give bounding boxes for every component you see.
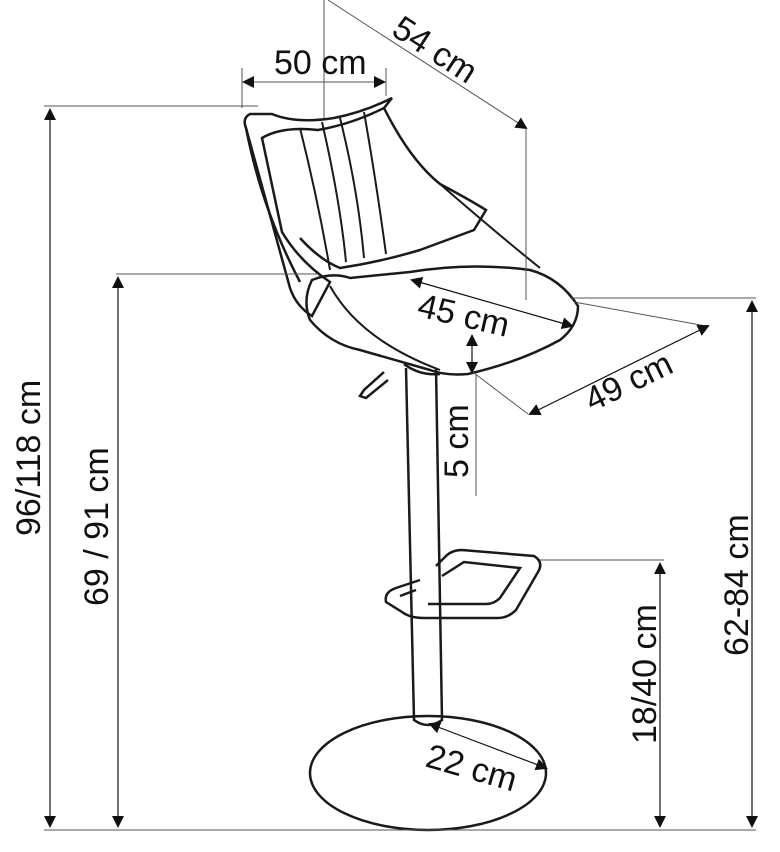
label-49cm: 49 cm bbox=[579, 344, 679, 419]
backrest-outer bbox=[243, 96, 393, 318]
label-50cm: 50 cm bbox=[274, 44, 367, 82]
label-62-84cm: 62-84 cm bbox=[718, 514, 756, 656]
gas-lever bbox=[358, 371, 389, 400]
dimension-lines bbox=[44, 0, 758, 831]
gas-column bbox=[404, 367, 444, 727]
stool-drawing bbox=[243, 96, 580, 832]
label-96-118cm: 96/118 cm bbox=[10, 380, 48, 536]
label-5cm: 5 cm bbox=[438, 404, 476, 478]
label-45cm: 45 cm bbox=[414, 287, 513, 345]
label-22cm: 22 cm bbox=[422, 737, 521, 799]
label-18-40cm: 18/40 cm bbox=[626, 604, 664, 744]
footrest bbox=[384, 548, 542, 620]
label-69-91cm: 69 / 91 cm bbox=[78, 447, 116, 606]
label-54cm: 54 cm bbox=[386, 9, 484, 91]
